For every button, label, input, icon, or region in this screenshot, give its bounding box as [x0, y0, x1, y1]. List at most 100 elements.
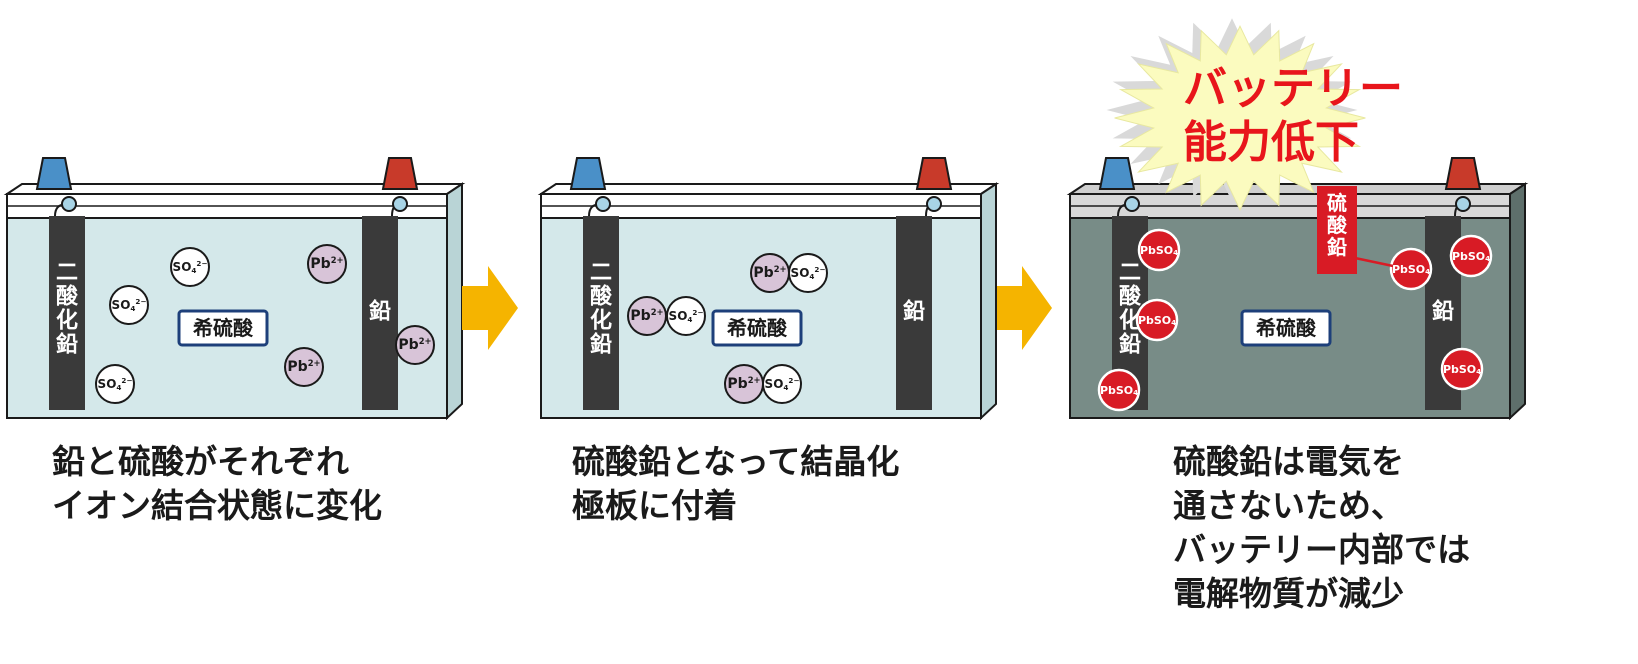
lead-ion: Pb2+: [627, 296, 667, 336]
alert-line-2: 能力低下: [1183, 117, 1359, 168]
lead-sulfate-formula: PbSO4: [1392, 263, 1430, 277]
lead-ion: Pb2+: [284, 347, 324, 387]
lead-sulfate-formula: PbSO4: [1140, 244, 1178, 258]
lead-sulfate-crystal: PbSO4: [1389, 247, 1433, 291]
lead-sulfate-circle: [1135, 298, 1179, 342]
lead-ion-circle: [284, 347, 324, 387]
sulfate-ion-circle: [788, 253, 828, 293]
red-terminal: [915, 157, 953, 190]
lead-sulfate-circle: [1137, 228, 1181, 272]
sulfate-ion: SO42−: [109, 285, 149, 325]
lead-ion: Pb2+: [307, 244, 347, 284]
connector-node: [926, 196, 942, 212]
ion-formula: Pb2+: [727, 375, 760, 392]
ion-formula: SO42−: [173, 258, 208, 274]
lead-ion: Pb2+: [750, 253, 790, 293]
connector-node: [61, 196, 77, 212]
caption-line: イオン結合状態に変化: [52, 486, 382, 525]
lead-sulfate-circle: [1389, 247, 1433, 291]
electrolyte-label-box: [711, 309, 803, 347]
lead-sulfate-formula: PbSO4: [1452, 250, 1490, 264]
negative-plate-label: 鉛: [903, 299, 925, 325]
plate-label-char: 化: [590, 308, 612, 334]
sulfate-ion-circle: [109, 285, 149, 325]
alert-burst: [1106, 18, 1366, 211]
plate-label-char: 酸: [590, 285, 613, 310]
sulfate-ion-circle: [762, 364, 802, 404]
callout-leader: [1354, 256, 1394, 268]
sulfate-ion-circle: [95, 364, 135, 404]
ion-formula: SO42−: [669, 307, 704, 323]
sulfate-ion-circle: [666, 296, 706, 336]
caption-line: 硫酸鉛となって結晶化: [572, 442, 900, 481]
tank-side: [446, 182, 463, 421]
red-terminal: [1444, 157, 1482, 190]
connector-node: [1455, 196, 1471, 212]
lead-sulfate-callout: 硫酸鉛: [1317, 186, 1394, 274]
lead-sulfate-crystal: PbSO4: [1135, 298, 1179, 342]
caption-line: 鉛と硫酸がそれぞれ: [52, 442, 349, 481]
plate-label-char: 鉛: [56, 332, 78, 358]
negative-plate-label: 鉛: [1432, 299, 1454, 325]
plate-label-char: 酸: [56, 285, 79, 310]
tank-side: [980, 182, 997, 421]
connector-node: [1124, 196, 1140, 212]
process-arrow-1: [462, 266, 518, 350]
negative-plate: [362, 216, 398, 410]
tank-side: [1509, 182, 1526, 421]
ion-formula: Pb2+: [287, 358, 320, 375]
positive-plate: [583, 216, 619, 410]
sulfate-ion: SO42−: [762, 364, 802, 404]
callout-box: [1317, 186, 1357, 274]
ion-formula: SO42−: [112, 296, 147, 312]
burst-shape: [1114, 25, 1366, 211]
electrolyte-label-box: [1240, 309, 1332, 347]
electrolyte-label-box: [177, 309, 269, 347]
caption-line: 極板に付着: [572, 486, 737, 525]
lead-sulfate-formula: PbSO4: [1100, 384, 1138, 398]
plate-label-char: 二: [56, 261, 78, 286]
negative-plate: [896, 216, 932, 410]
alert-line-1: バッテリー: [1183, 63, 1403, 114]
blue-terminal: [35, 157, 73, 190]
ion-formula: SO42−: [765, 375, 800, 391]
electrolyte-label-text: 希硫酸: [193, 316, 254, 340]
electrolyte-label-text: 希硫酸: [727, 316, 788, 340]
caption-panel-2: 硫酸鉛となって結晶化 極板に付着: [572, 440, 899, 528]
lead-sulfate-circle: [1449, 234, 1493, 278]
plate-label-char: 鉛: [1119, 332, 1141, 358]
plate-label-char: 二: [1119, 261, 1141, 286]
callout-label: 硫酸鉛: [1327, 191, 1348, 259]
electrolyte-label: 希硫酸: [1240, 309, 1332, 347]
ion-formula: Pb2+: [753, 264, 786, 281]
caption-line: 硫酸鉛は電気を: [1173, 442, 1404, 481]
lead-sulfate-crystal: PbSO4: [1440, 347, 1484, 391]
lead-sulfate-crystal: PbSO4: [1097, 368, 1141, 412]
lead-sulfate-circle: [1440, 347, 1484, 391]
plate-label-char: 二: [590, 261, 612, 286]
lead-ion: Pb2+: [724, 364, 764, 404]
connector-node: [392, 196, 408, 212]
ion-formula: Pb2+: [398, 336, 431, 353]
ion-formula: SO42−: [98, 375, 133, 391]
lead-ion: Pb2+: [395, 325, 435, 365]
plate-label-char: 化: [56, 308, 78, 334]
blue-terminal: [569, 157, 607, 190]
electrolyte-label-text: 希硫酸: [1256, 316, 1317, 340]
sulfate-ion: SO42−: [788, 253, 828, 293]
blue-terminal: [1098, 157, 1136, 190]
lead-sulfate-circle: [1097, 368, 1141, 412]
plate-label-char: 酸: [1119, 285, 1142, 310]
capacity-drop-alert: バッテリー 能力低下: [1183, 62, 1403, 170]
electrolyte-label: 希硫酸: [711, 309, 803, 347]
ion-formula: SO42−: [791, 264, 826, 280]
caption-line: 電解物質が減少: [1173, 574, 1404, 613]
plate-label-char: 鉛: [590, 332, 612, 358]
